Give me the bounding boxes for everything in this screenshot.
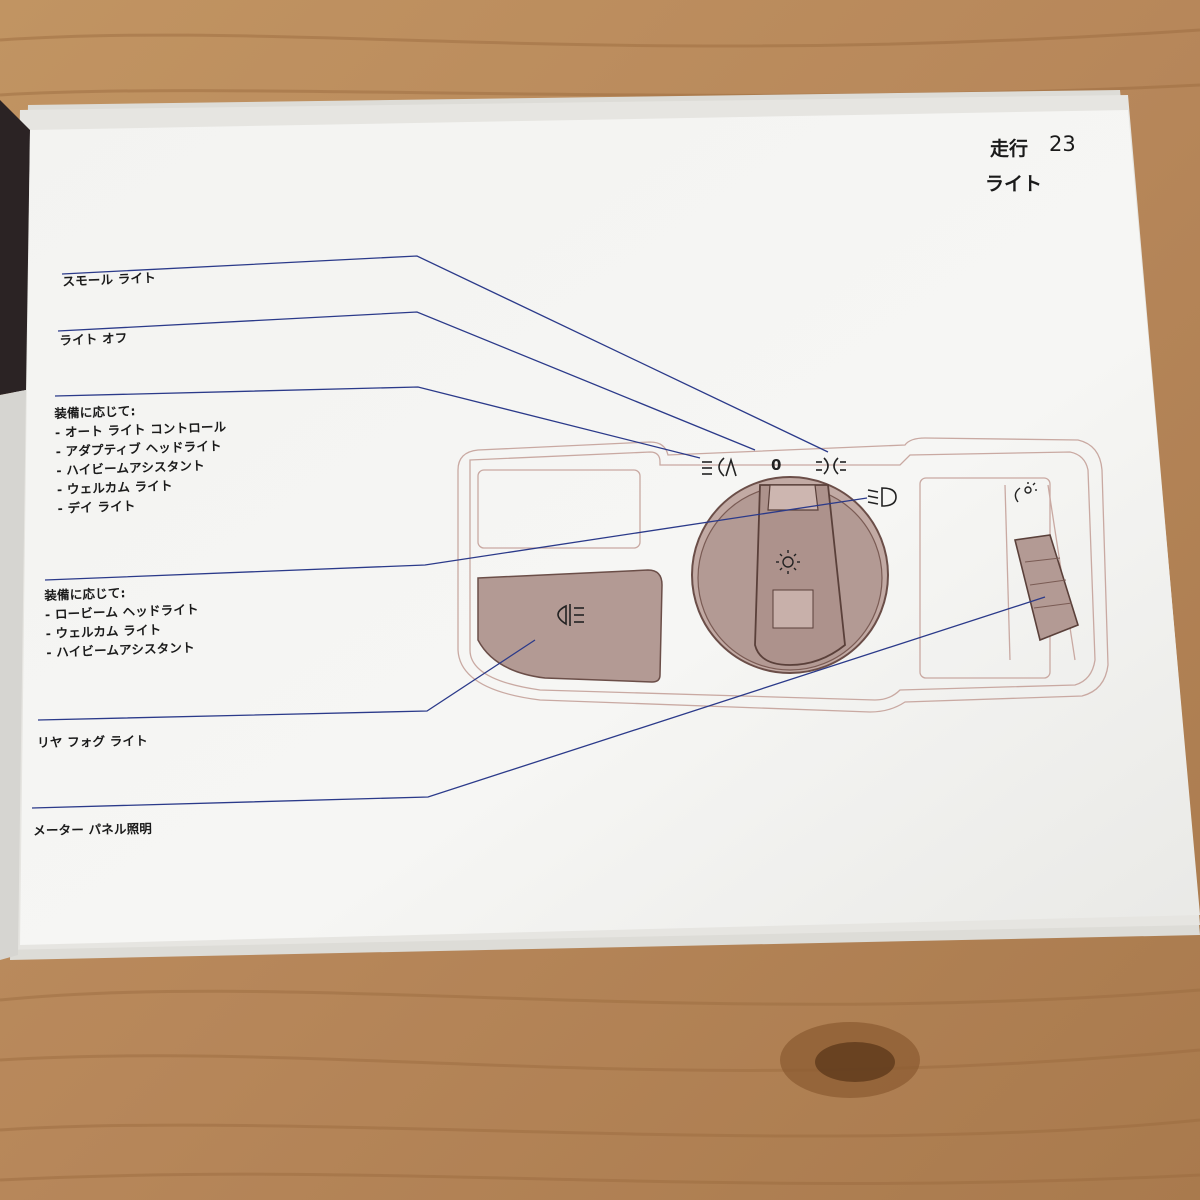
dimmer-wheel-drawing	[1014, 534, 1079, 642]
rotary-light-switch-drawing	[691, 476, 889, 674]
switch-off-mark: 0	[771, 456, 781, 474]
page-sheet	[20, 110, 1200, 945]
parking-light-icon	[816, 457, 846, 475]
label-parking-lights: スモール ライト	[62, 269, 157, 289]
wood-knot	[780, 1022, 920, 1098]
leader-lights-off	[57, 311, 756, 451]
low-beam-icon	[867, 487, 897, 507]
leader-auto	[54, 386, 701, 459]
rear-fog-icon	[557, 604, 584, 626]
label-lights-off: ライト オフ	[59, 330, 128, 348]
label-rear-fog: リヤ フォグ ライト	[37, 733, 149, 750]
leader-rear-fog	[37, 639, 536, 721]
section-title: 走行	[990, 138, 1029, 160]
dimmer-icon	[1014, 482, 1037, 503]
leader-instrument	[31, 596, 1046, 809]
callout-leader-lines	[31, 255, 1046, 809]
auto-light-icon	[702, 457, 737, 477]
sun-icon	[776, 550, 800, 574]
label-lowbeam-group: 装備に応じて: - ロービーム ヘッドライト - ウェルカム ライト - ハイビ…	[44, 581, 200, 662]
label-instrument-lighting: メーター パネル照明	[33, 820, 153, 838]
chapter-title: ライト	[985, 173, 1043, 195]
page-number: 23	[1049, 132, 1076, 156]
label-auto-group: 装備に応じて: - オート ライト コントロール - アダプティブ ヘッドライト…	[54, 398, 229, 518]
leader-lowbeam	[44, 497, 868, 581]
leader-parking-lights	[61, 255, 829, 453]
